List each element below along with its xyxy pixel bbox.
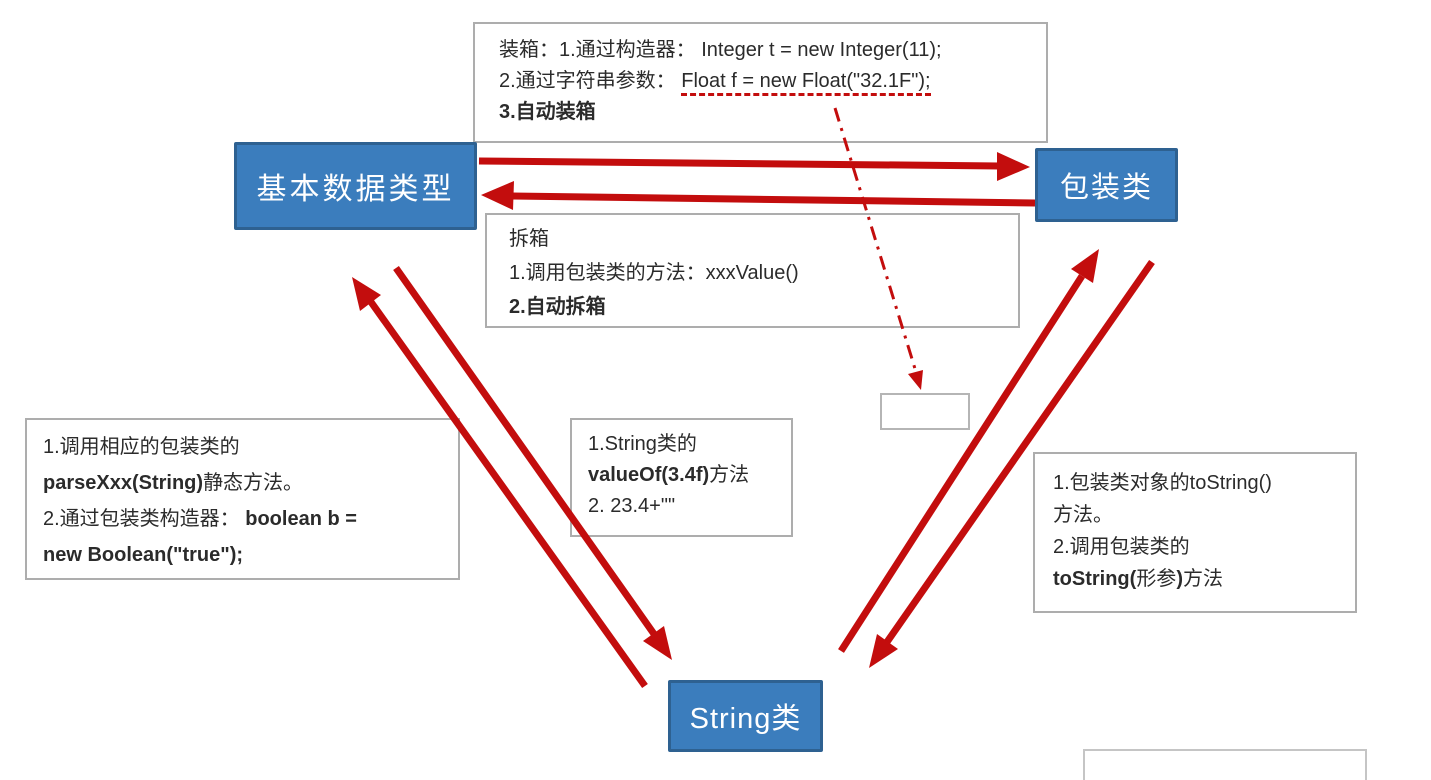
note-text-segment: 方法。: [1053, 504, 1113, 526]
note-text-segment: 2. 23.4+"": [588, 495, 676, 517]
note-text-segment: toString(: [1053, 568, 1137, 590]
wrapper-class-label: 包装类: [1059, 172, 1153, 204]
note-text-segment: 1.String类的: [588, 433, 697, 455]
wrapper-class-node: 包装类: [1035, 148, 1178, 222]
string-class-node: String类: [668, 680, 823, 752]
note-line: new Boolean("true");: [43, 537, 458, 573]
note-line: 3.自动装箱: [499, 97, 1046, 128]
primitive-type-label: 基本数据类型: [256, 173, 455, 206]
note-text-segment: 方法: [709, 464, 750, 486]
note-text-segment: 拆箱: [509, 228, 549, 250]
unboxing-note: 拆箱 1.调用包装类的方法：xxxValue() 2.自动拆箱: [485, 213, 1020, 328]
note-line: 1.String类的: [588, 429, 791, 460]
note-line: parseXxx(String)静态方法。: [43, 465, 458, 501]
note-text-segment: 2.通过包装类构造器：: [43, 508, 246, 530]
note-text-segment: valueOf(3.4f): [588, 464, 710, 486]
primitive-type-node: 基本数据类型: [234, 142, 477, 230]
note-text-segment: parseXxx(String): [43, 472, 204, 494]
note-text-segment: boolean b =: [245, 508, 357, 530]
note-line: 拆箱: [509, 222, 1018, 256]
note-line: valueOf(3.4f)方法: [588, 460, 791, 491]
boxing-note: 装箱：1.通过构造器： Integer t = new Integer(11);…: [473, 22, 1048, 143]
note-text-segment: 装箱：1.通过构造器： Integer t = new Integer(11);: [499, 39, 942, 61]
note-text-segment: 方法: [1182, 568, 1223, 590]
note-line: 2. 23.4+"": [588, 491, 791, 522]
valueof-method-note: 1.String类的 valueOf(3.4f)方法 2. 23.4+"": [570, 418, 793, 537]
note-line: 2.通过包装类构造器： boolean b =: [43, 501, 458, 537]
note-text-segment: 1.调用包装类的方法：xxxValue(): [509, 262, 799, 284]
note-text-segment: 1.调用相应的包装类的: [43, 436, 240, 458]
note-text-segment: 形参: [1136, 568, 1177, 590]
note-line: 2.调用包装类的: [1053, 531, 1355, 563]
note-line: 1.包装类对象的toString(): [1053, 467, 1355, 499]
note-text-segment: new Boolean("true");: [43, 544, 244, 566]
note-line: 1.调用包装类的方法：xxxValue(): [509, 256, 1018, 290]
tostring-method-note: 1.包装类对象的toString() 方法。 2.调用包装类的 toString(形参…: [1033, 452, 1357, 613]
note-text-segment: 3.自动装箱: [499, 101, 596, 123]
note-text-segment: 2.调用包装类的: [1053, 536, 1190, 558]
note-text-segment: 2.自动拆箱: [509, 296, 606, 318]
note-text-segment: ): [1176, 568, 1183, 590]
arrow-primitive-to-wrapper: [478, 152, 1030, 181]
note-line: toString(形参)方法: [1053, 563, 1355, 595]
note-text-segment: 1.包装类对象的toString(): [1053, 472, 1272, 494]
note-text-segment: Float f = new Float("32.1F");: [681, 70, 931, 96]
arrow-wrapper-to-primitive: [481, 181, 1036, 210]
note-line: 2.自动拆箱: [509, 290, 1018, 324]
partial-empty-box: [1083, 749, 1367, 780]
note-text-segment: 2.通过字符串参数：: [499, 70, 682, 92]
note-line: 方法。: [1053, 499, 1355, 531]
small-empty-box: [880, 393, 970, 430]
string-class-label: String类: [689, 703, 802, 735]
note-line: 装箱：1.通过构造器： Integer t = new Integer(11);: [499, 35, 1046, 66]
note-line: 1.调用相应的包装类的: [43, 429, 458, 465]
note-text-segment: 静态方法。: [203, 472, 304, 494]
note-line: 2.通过字符串参数： Float f = new Float("32.1F");: [499, 66, 1046, 97]
